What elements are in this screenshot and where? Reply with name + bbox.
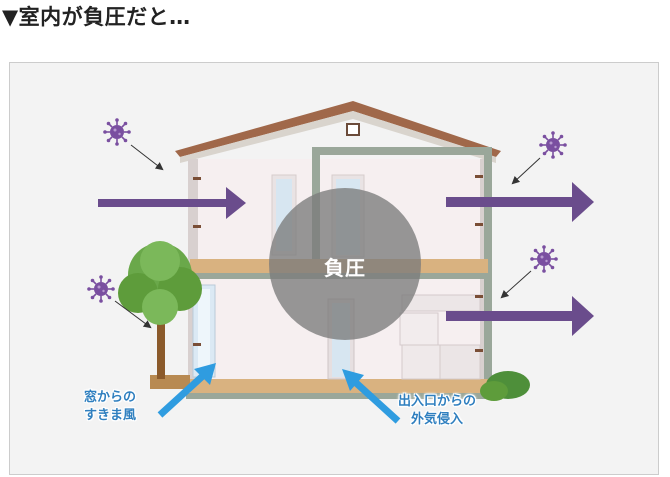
outflow-arrow-lower bbox=[446, 296, 594, 336]
tree-icon bbox=[118, 241, 202, 379]
negative-pressure-label: 負圧 bbox=[324, 256, 366, 280]
virus-icon bbox=[529, 244, 559, 274]
page-heading: ▼室内が負圧だと… bbox=[2, 5, 191, 29]
door-inflow-arrow bbox=[342, 369, 401, 424]
inflow-arrow bbox=[98, 187, 246, 219]
window-gap-label: 窓からの すきま風 bbox=[84, 390, 137, 423]
outflow-arrow-upper bbox=[446, 182, 594, 222]
window-gap-arrow bbox=[157, 363, 216, 418]
virus-icon bbox=[538, 130, 568, 160]
diagram-panel: 負圧 窓からの すきま風 出入口からの 外気侵入 bbox=[9, 62, 659, 475]
door-inflow-label: 出入口からの 外気侵入 bbox=[398, 394, 477, 427]
house-diagram bbox=[10, 101, 658, 474]
negative-pressure-circle bbox=[269, 188, 421, 340]
virus-icon bbox=[86, 274, 116, 304]
virus-icon bbox=[102, 117, 132, 147]
